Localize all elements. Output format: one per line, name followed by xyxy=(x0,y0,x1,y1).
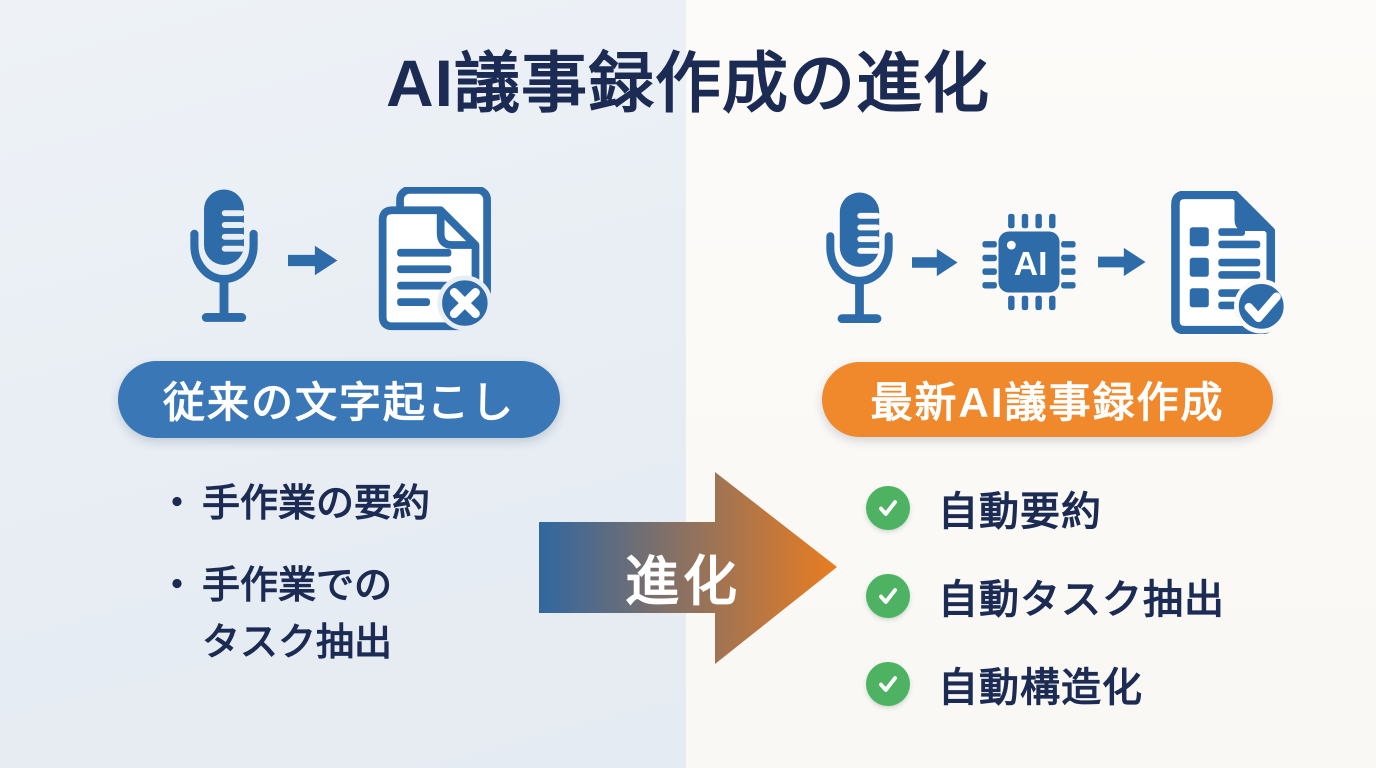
right-feature-list: 自動要約 自動タスク抽出 自動構造化 xyxy=(866,479,1225,713)
ai-chip-icon: AI xyxy=(982,213,1076,311)
document-check-icon xyxy=(1171,190,1286,334)
x-mark-icon xyxy=(449,287,480,318)
check-icon xyxy=(866,486,910,530)
feature-item-text: 自動構造化 xyxy=(938,666,1143,710)
list-item: ・ 手作業の要約 xyxy=(158,476,430,533)
microphone-icon xyxy=(826,191,893,323)
list-item: ・ 手作業での タスク抽出 xyxy=(158,558,430,672)
feature-item-text: 自動タスク抽出 xyxy=(938,578,1225,622)
left-label-text: 従来の文字起こし xyxy=(162,379,515,426)
bullet-icon: ・ xyxy=(158,565,197,607)
arrow-right-icon xyxy=(1098,247,1146,277)
microphone-icon xyxy=(190,188,258,322)
page-title: AI議事録作成の進化 xyxy=(386,46,990,120)
document-error-icon xyxy=(378,186,493,331)
bullet-item-text: 手作業での タスク抽出 xyxy=(202,565,393,664)
check-icon xyxy=(866,662,910,706)
evolution-arrow xyxy=(539,472,837,664)
bullet-item-text: 手作業の要約 xyxy=(202,483,431,525)
right-label-pill: 最新AI議事録作成 xyxy=(822,362,1273,437)
evolution-arrow-label: 進化 xyxy=(625,552,741,612)
right-label-text: 最新AI議事録作成 xyxy=(870,379,1225,426)
left-bullet-list: ・ 手作業の要約 ・ 手作業での タスク抽出 xyxy=(158,476,430,672)
arrow-right-icon xyxy=(288,245,338,275)
ai-chip-label: AI xyxy=(1014,245,1048,283)
list-item: 自動要約 xyxy=(866,479,1225,537)
left-label-pill: 従来の文字起こし xyxy=(118,361,560,438)
list-item: 自動タスク抽出 xyxy=(866,567,1225,625)
left-icon-flow xyxy=(187,186,495,334)
right-icon-flow: AI xyxy=(823,188,1286,336)
feature-item-text: 自動要約 xyxy=(938,490,1102,534)
arrow-right-icon xyxy=(912,248,958,276)
list-item: 自動構造化 xyxy=(866,655,1225,713)
bullet-icon: ・ xyxy=(158,483,197,525)
check-badge xyxy=(1234,278,1286,334)
check-icon xyxy=(866,574,910,618)
check-mark-icon xyxy=(1244,292,1281,322)
